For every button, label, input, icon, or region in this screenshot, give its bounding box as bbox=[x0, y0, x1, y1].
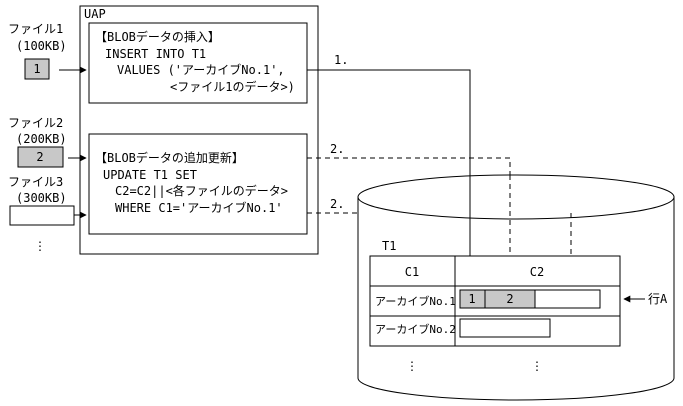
file-2-box-label: 2 bbox=[36, 150, 43, 164]
step-label-2a: 2. bbox=[330, 142, 344, 156]
update-line-2: C2=C2||<各ファイルのデータ> bbox=[115, 183, 288, 198]
uap-box bbox=[79, 5, 319, 255]
header-c1: C1 bbox=[405, 265, 419, 279]
file-1: ファイル1 (100KB) 1 bbox=[8, 22, 87, 80]
file-3-name: ファイル3 bbox=[8, 175, 63, 189]
file-1-size: (100KB) bbox=[16, 39, 67, 53]
row-1-segment-2 bbox=[484, 289, 536, 309]
insert-line-3: <ファイル1のデータ>) bbox=[170, 79, 295, 94]
row-2-blob bbox=[459, 318, 551, 338]
file-2-box bbox=[17, 146, 64, 168]
update-line-1: UPDATE T1 SET bbox=[103, 168, 197, 182]
row-pointer-label: 行A bbox=[648, 292, 668, 306]
row-2-c1: アーカイブNo.2 bbox=[375, 322, 456, 336]
insert-line-1: INSERT INTO T1 bbox=[105, 47, 206, 61]
table-name: T1 bbox=[382, 239, 396, 253]
file-3-size: (300KB) bbox=[16, 191, 67, 205]
table-ellipsis-c2: ⋮ bbox=[531, 359, 543, 373]
step-label-1: 1. bbox=[334, 53, 348, 67]
file-2: ファイル2 (200KB) 2 bbox=[8, 116, 87, 168]
file-2-size: (200KB) bbox=[16, 132, 67, 146]
insert-box bbox=[88, 22, 308, 104]
update-title: 【BLOBデータの追加更新】 bbox=[95, 150, 244, 165]
table-ellipsis-c1: ⋮ bbox=[406, 359, 418, 373]
file-2-name: ファイル2 bbox=[8, 116, 63, 130]
files-ellipsis: ⋮ bbox=[34, 239, 46, 253]
file-3: ファイル3 (300KB) bbox=[8, 175, 87, 226]
update-line-3: WHERE C1='アーカイブNo.1' bbox=[115, 200, 283, 215]
file-1-box-label: 1 bbox=[33, 62, 40, 76]
file-1-box bbox=[24, 58, 50, 80]
row-1-segment-1-label: 1 bbox=[468, 292, 475, 306]
uap-label: UAP bbox=[84, 7, 106, 21]
row-1-c1: アーカイブNo.1 bbox=[375, 294, 456, 308]
header-c2: C2 bbox=[530, 265, 544, 279]
insert-title: 【BLOBデータの挿入】 bbox=[95, 29, 220, 44]
row-1-segment-2-label: 2 bbox=[506, 292, 513, 306]
update-box bbox=[88, 133, 308, 235]
insert-line-2: VALUES ('アーカイブNo.1', bbox=[117, 62, 285, 77]
file-1-name: ファイル1 bbox=[8, 22, 63, 36]
file-3-box bbox=[9, 205, 75, 226]
step-label-2b: 2. bbox=[330, 197, 344, 211]
